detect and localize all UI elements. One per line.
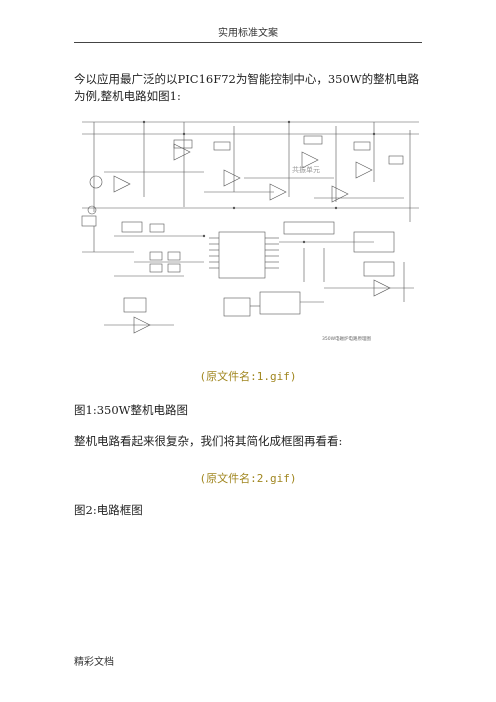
figure1-label: 图1:350W整机电路图 bbox=[74, 403, 188, 417]
intro-paragraph: 今以应用最广泛的以PIC16F72为智能控制中心，350W的整机电路为例,整机电… bbox=[74, 72, 420, 103]
schematic-inner-label: 共振单元 bbox=[292, 165, 320, 174]
circuit-schematic-image: 共振单元 350W电磁炉电路原理图 bbox=[81, 120, 419, 342]
header-rule bbox=[74, 42, 422, 43]
figure2-label: 图2:电路框图 bbox=[74, 503, 143, 517]
body-paragraph: 整机电路看起来很复杂，我们将其简化成框图再看看: bbox=[74, 434, 343, 448]
schematic-inner-caption: 350W电磁炉电路原理图 bbox=[322, 335, 372, 342]
figure1-filename-caption: (原文件名:1.gif) bbox=[199, 370, 297, 383]
page-header-title: 实用标准文案 bbox=[218, 28, 278, 39]
page-footer: 精彩文档 bbox=[74, 657, 114, 668]
figure2-filename-caption: (原文件名:2.gif) bbox=[199, 472, 297, 485]
